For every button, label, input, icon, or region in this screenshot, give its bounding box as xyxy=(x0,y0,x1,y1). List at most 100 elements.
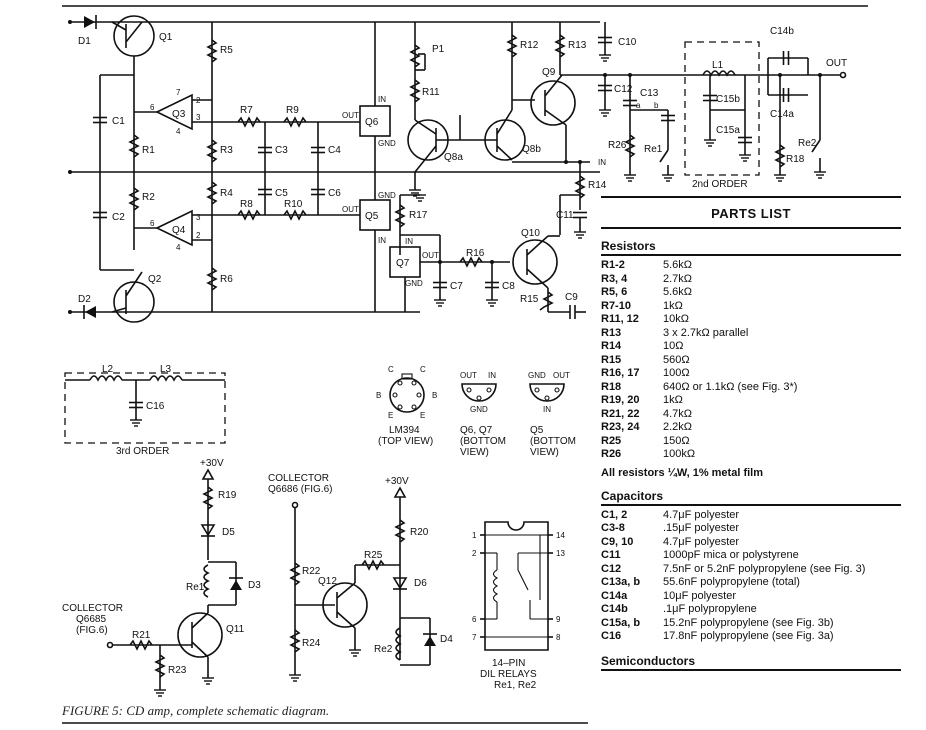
capacitor-ref: C15a, b xyxy=(601,616,641,629)
resistor-value: 100kΩ xyxy=(663,448,696,460)
svg-text:IN: IN xyxy=(378,236,386,245)
svg-text:6: 6 xyxy=(472,615,477,624)
label-q8a: Q8a xyxy=(444,152,463,163)
transistor-q9 xyxy=(530,74,576,126)
resistor-value: 1kΩ xyxy=(663,299,683,312)
label-q2: Q2 xyxy=(148,274,162,285)
capacitor-ref: C16 xyxy=(601,630,622,642)
svg-text:Re1, Re2: Re1, Re2 xyxy=(494,680,537,691)
capacitor-value: 7.5nF or 5.2nF polypropylene (see Fig. 3… xyxy=(663,562,866,575)
svg-text:VIEW): VIEW) xyxy=(530,447,559,458)
label-c3: C3 xyxy=(275,145,288,156)
transistor-q10 xyxy=(512,235,558,289)
svg-text:Q6686 (FIG.6): Q6686 (FIG.6) xyxy=(268,484,332,495)
capacitor-value: .15μF polyester xyxy=(663,522,740,534)
label-r16: R16 xyxy=(466,248,485,259)
resistor-ref: R16, 17 xyxy=(601,367,640,379)
svg-text:OUT: OUT xyxy=(342,111,359,120)
resistor-value: 1kΩ xyxy=(663,394,683,406)
svg-text:B: B xyxy=(432,391,437,400)
svg-text:OUT: OUT xyxy=(460,371,477,380)
svg-text:7: 7 xyxy=(176,88,181,97)
svg-text:COLLECTOR: COLLECTOR xyxy=(62,603,123,614)
q6-q7-pinout xyxy=(461,383,497,402)
label-r24: R24 xyxy=(302,638,321,649)
label-c10: C10 xyxy=(618,37,637,48)
svg-text:IN: IN xyxy=(405,237,413,246)
svg-text:E: E xyxy=(420,411,425,420)
svg-text:8: 8 xyxy=(556,633,561,642)
label-q3: Q3 xyxy=(172,109,186,120)
svg-text:C: C xyxy=(388,365,394,374)
label-re2-coil: Re2 xyxy=(374,644,393,655)
svg-text:COLLECTOR: COLLECTOR xyxy=(268,473,329,484)
label-r5: R5 xyxy=(220,45,233,56)
label-c1: C1 xyxy=(112,116,125,127)
svg-text:(BOTTOM: (BOTTOM xyxy=(530,436,576,447)
transistor-q12 xyxy=(322,582,368,629)
filter-3rd-order-box xyxy=(64,372,226,444)
label-r21: R21 xyxy=(132,630,151,641)
resistor-value: 4.7kΩ xyxy=(663,407,693,420)
label-d3: D3 xyxy=(248,580,261,591)
label-r12: R12 xyxy=(520,40,539,51)
resistor-ref: R7-10 xyxy=(601,299,631,312)
resistor-value: 2.7kΩ xyxy=(663,272,693,285)
label-r8: R8 xyxy=(240,199,253,210)
svg-text:2: 2 xyxy=(472,549,477,558)
diode-d1 xyxy=(84,15,97,29)
label-c15b: C15b xyxy=(716,94,740,105)
resistor-ref: R15 xyxy=(601,353,622,366)
opamp-q4 xyxy=(155,209,193,247)
svg-text:14–PIN: 14–PIN xyxy=(492,658,525,669)
label-q5: Q5 xyxy=(365,211,379,222)
label-re1-coil: Re1 xyxy=(186,582,205,593)
label-out: OUT xyxy=(826,58,847,69)
resistor-value: 150Ω xyxy=(663,434,690,447)
capacitor-value: 15.2nF polypropylene (see Fig. 3b) xyxy=(663,616,834,629)
opamp-q3 xyxy=(155,93,193,131)
svg-text:IN: IN xyxy=(378,95,386,104)
label-re1: Re1 xyxy=(644,144,663,155)
svg-text:4: 4 xyxy=(176,127,181,136)
resistor-value: 100Ω xyxy=(663,367,690,379)
svg-text:E: E xyxy=(388,411,393,420)
parts-list-title: PARTS LIST xyxy=(601,198,901,229)
resistor-ref: R25 xyxy=(601,434,622,447)
svg-text:(TOP VIEW): (TOP VIEW) xyxy=(378,436,433,447)
svg-text:1: 1 xyxy=(472,531,477,540)
capacitor-value: 4.7μF polyester xyxy=(663,535,740,548)
capacitor-ref: C13a, b xyxy=(601,576,641,588)
label-r18: R18 xyxy=(786,154,805,165)
label-r14: R14 xyxy=(588,180,607,191)
svg-text:IN: IN xyxy=(543,405,551,414)
resistor-note: All resistors ¼W, 1% metal film xyxy=(601,466,764,479)
svg-text:B: B xyxy=(376,391,381,400)
capacitor-ref: C1, 2 xyxy=(601,508,628,521)
svg-text:9: 9 xyxy=(556,615,561,624)
label-r9: R9 xyxy=(286,105,299,116)
label-d6: D6 xyxy=(414,578,427,589)
resistor-row: R25 150Ω xyxy=(601,435,901,449)
svg-text:Q6685: Q6685 xyxy=(76,614,106,625)
svg-text:IN: IN xyxy=(598,158,606,167)
resistor-value: 5.6kΩ xyxy=(663,286,693,298)
svg-text:(BOTTOM: (BOTTOM xyxy=(460,436,506,447)
resistor-ref: R18 xyxy=(601,380,622,393)
dil-relay-package xyxy=(480,521,553,651)
capacitor-value: 10μF polyester xyxy=(663,589,736,602)
lm394-pinout xyxy=(389,373,425,413)
label-r17: R17 xyxy=(409,210,428,221)
resistor-value: 2.2kΩ xyxy=(663,421,693,433)
svg-text:GND: GND xyxy=(528,371,546,380)
resistor-row: R7-10 1kΩ xyxy=(601,300,901,314)
